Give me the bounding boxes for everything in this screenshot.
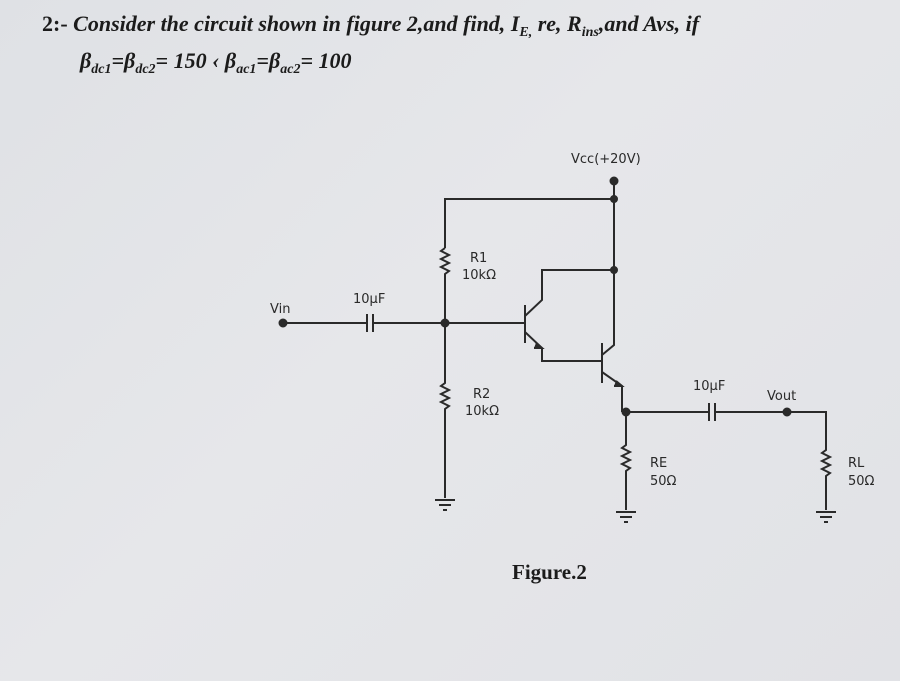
vout-label: Vout (767, 389, 796, 404)
q1-collector (524, 269, 614, 317)
rl-resistor (787, 411, 833, 510)
output-cap-label: 10µF (693, 379, 725, 394)
top-rail (444, 198, 614, 248)
q2-collector (601, 270, 615, 356)
vin-label: Vin (270, 302, 290, 317)
rins-subscript: ins (581, 25, 599, 40)
ground-icon (816, 511, 836, 523)
r1-value-label: 10kΩ (462, 268, 496, 283)
r2-resistor (438, 323, 452, 498)
input-cap-label: 10µF (353, 292, 385, 307)
q2-emitter (601, 371, 623, 412)
re-value-label: 50Ω (650, 474, 677, 489)
output-capacitor (708, 403, 716, 421)
q1-emitter-arrow-icon (534, 342, 545, 349)
ie-symbol: I (510, 11, 520, 36)
beta-symbol: β (268, 48, 281, 73)
dc-value: = 150 ‹ (155, 48, 220, 73)
equals-sign: = (256, 48, 269, 73)
r1-resistor (438, 247, 452, 322)
question-tail: ,and Avs, if (598, 11, 700, 36)
beta-symbol: β (80, 48, 92, 73)
re-name-label: RE (650, 456, 667, 471)
r2-name-label: R2 (473, 387, 490, 402)
ie-subscript: E, (519, 25, 533, 40)
ground-icon (435, 499, 455, 511)
figure-caption: Figure.2 (512, 560, 587, 584)
beta-dc1-sub: dc1 (91, 62, 112, 77)
input-capacitor (366, 314, 374, 332)
question-mid: re, R (537, 11, 582, 36)
beta-symbol: β (224, 48, 237, 73)
rl-name-label: RL (848, 456, 865, 471)
q2-emitter-arrow-icon (614, 380, 625, 387)
question-line-2: βdc1=βdc2= 150 ‹ βac1=βac2= 100 (42, 47, 892, 84)
vcc-label: Vcc(+20V) (571, 152, 641, 167)
question-text: 2:- Consider the circuit shown in figure… (42, 10, 892, 84)
r2-value-label: 10kΩ (465, 404, 499, 419)
equals-sign: = (111, 48, 125, 73)
r1-name-label: R1 (470, 251, 487, 266)
rl-value-label: 50Ω (848, 474, 875, 489)
question-number: 2:- (42, 11, 68, 36)
beta-ac1-sub: ac1 (236, 62, 257, 77)
beta-symbol: β (124, 48, 136, 73)
question-prompt: Consider the circuit shown in figure 2,a… (73, 11, 506, 36)
re-resistor (619, 412, 633, 510)
question-line-1: 2:- Consider the circuit shown in figure… (42, 10, 892, 47)
beta-ac2-sub: ac2 (280, 62, 301, 77)
ground-icon (616, 511, 636, 523)
ac-value: = 100 (300, 48, 352, 73)
q1-emitter (524, 331, 602, 362)
beta-dc2-sub: dc2 (135, 62, 156, 77)
